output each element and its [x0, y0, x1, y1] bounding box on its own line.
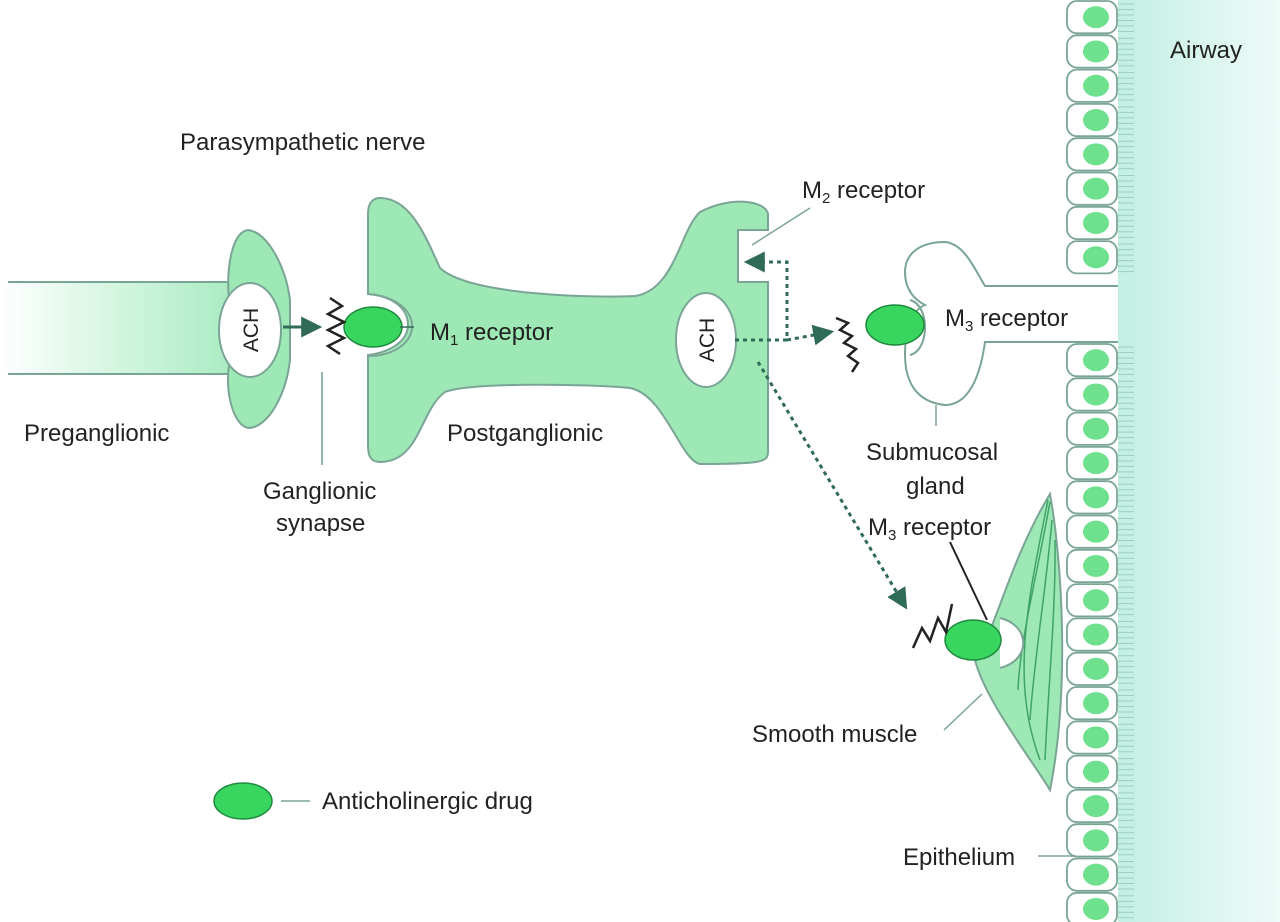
legend-drug-label: Anticholinergic drug	[322, 788, 533, 815]
cell-nucleus	[1083, 109, 1109, 132]
cell-nucleus	[1083, 246, 1109, 269]
m3-gland-receptor-label: M3 receptor	[945, 305, 1068, 335]
submucosal-label-2: gland	[906, 473, 965, 500]
cell-nucleus	[1083, 726, 1109, 749]
ach-label-post: ACH	[696, 318, 719, 362]
ganglionic-synapse-label-1: Ganglionic	[263, 478, 376, 505]
preganglionic-fiber	[0, 282, 240, 374]
cell-nucleus	[1083, 177, 1109, 200]
m1-receptor-label: M1 receptor	[430, 319, 553, 349]
epithelium-label: Epithelium	[903, 844, 1015, 871]
ganglionic-synapse-label-2: synapse	[276, 510, 365, 537]
cell-nucleus	[1083, 863, 1109, 886]
cell-nucleus	[1083, 760, 1109, 783]
cell-nucleus	[1083, 692, 1109, 715]
cell-nucleus	[1083, 349, 1109, 372]
m2-receptor-pointer	[751, 207, 811, 246]
cell-nucleus	[1083, 74, 1109, 97]
m3-gland-zigzag	[835, 316, 860, 373]
smooth-muscle-pointer	[943, 693, 983, 731]
cell-nucleus	[1083, 452, 1109, 475]
m3-muscle-anticholinergic-drug	[944, 619, 1002, 661]
ach-to-m2-arrow	[735, 251, 789, 342]
cell-nucleus	[1083, 6, 1109, 29]
airway-label: Airway	[1170, 37, 1242, 64]
cell-nucleus	[1083, 623, 1109, 646]
cell-nucleus	[1083, 417, 1109, 440]
ganglionic-synapse-zigzag	[325, 296, 347, 356]
ach-to-m3-muscle-arrow	[756, 361, 908, 610]
m3-muscle-zigzag	[911, 603, 954, 649]
cell-nucleus	[1083, 795, 1109, 818]
airway-lumen	[1118, 0, 1280, 922]
ach-label-pre: ACH	[240, 308, 263, 352]
m2-receptor-label: M2 receptor	[802, 177, 925, 207]
legend-drug-swatch	[213, 782, 273, 820]
ach-to-m3-gland-arrow	[786, 324, 835, 346]
cell-nucleus	[1083, 554, 1109, 577]
m3-muscle-receptor-label: M3 receptor	[868, 514, 991, 544]
cell-nucleus	[1083, 143, 1109, 166]
m3-gland-anticholinergic-drug	[865, 304, 925, 346]
cell-nucleus	[1083, 211, 1109, 234]
epithelium-cells	[1066, 0, 1118, 922]
cell-nucleus	[1083, 520, 1109, 543]
cell-nucleus	[1083, 897, 1109, 920]
cell-nucleus	[1083, 657, 1109, 680]
preganglionic-label: Preganglionic	[24, 420, 169, 447]
cell-nucleus	[1083, 486, 1109, 509]
cilia	[1118, 3, 1134, 919]
parasympathetic-nerve-label: Parasympathetic nerve	[180, 129, 425, 156]
submucosal-gland	[903, 240, 1118, 407]
cell-nucleus	[1083, 40, 1109, 63]
smooth-muscle-label: Smooth muscle	[752, 721, 917, 748]
postganglionic-label: Postganglionic	[447, 420, 603, 447]
m1-anticholinergic-drug	[343, 306, 403, 348]
postganglionic-neuron	[367, 196, 769, 466]
cell-nucleus	[1083, 589, 1109, 612]
m3-muscle-pointer	[949, 541, 988, 621]
cell-nucleus	[1083, 829, 1109, 852]
submucosal-label-1: Submucosal	[866, 439, 998, 466]
cell-nucleus	[1083, 383, 1109, 406]
ach-vesicle-pre	[218, 282, 282, 378]
